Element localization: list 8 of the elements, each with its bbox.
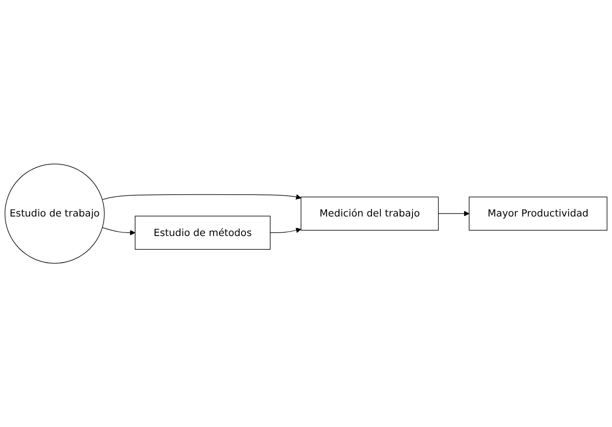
arrow bbox=[102, 194, 302, 200]
arrow bbox=[270, 228, 302, 233]
node-box: Mayor Productividad bbox=[468, 196, 608, 230]
arrow bbox=[102, 227, 136, 236]
node-box: Medición del trabajo bbox=[300, 196, 439, 230]
arrow bbox=[438, 210, 470, 216]
node-box: Estudio de métodos bbox=[134, 216, 271, 250]
node-circle: Estudio de trabajo bbox=[4, 164, 105, 264]
